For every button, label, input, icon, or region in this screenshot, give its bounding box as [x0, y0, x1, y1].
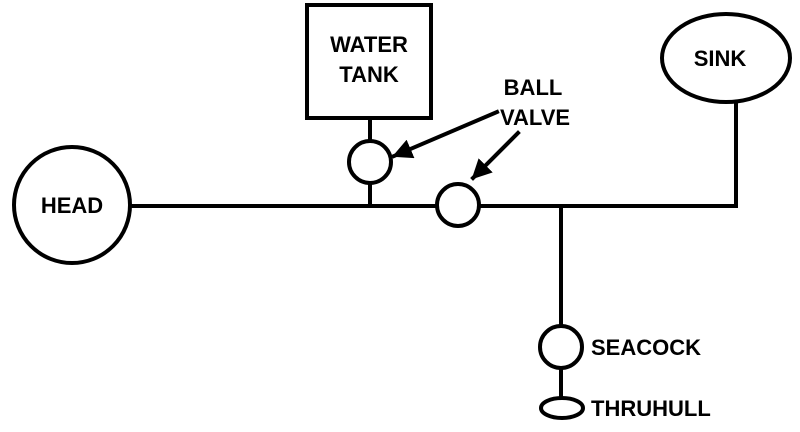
ball-valve-label-line1: BALL — [504, 75, 563, 100]
sink-label: SINK — [694, 46, 747, 71]
tank-ball-valve — [347, 139, 393, 185]
head-label: HEAD — [41, 193, 103, 218]
thruhull-fitting — [539, 396, 585, 420]
seacock-label: SEACOCK — [591, 335, 701, 360]
ball-valve-arrow-main — [470, 130, 521, 181]
water-tank-label-line2: TANK — [339, 62, 399, 87]
thruhull-label: THRUHULL — [591, 396, 711, 421]
sink-ellipse — [660, 12, 792, 104]
head-circle — [12, 145, 132, 265]
water-tank-label-line1: WATER — [330, 32, 408, 57]
main-ball-valve — [435, 182, 481, 228]
water-tank-box — [305, 3, 433, 120]
seacock-valve — [538, 324, 584, 370]
ball-valve-label-line2: VALVE — [500, 105, 570, 130]
ball-valve-arrow-tank — [391, 109, 500, 159]
